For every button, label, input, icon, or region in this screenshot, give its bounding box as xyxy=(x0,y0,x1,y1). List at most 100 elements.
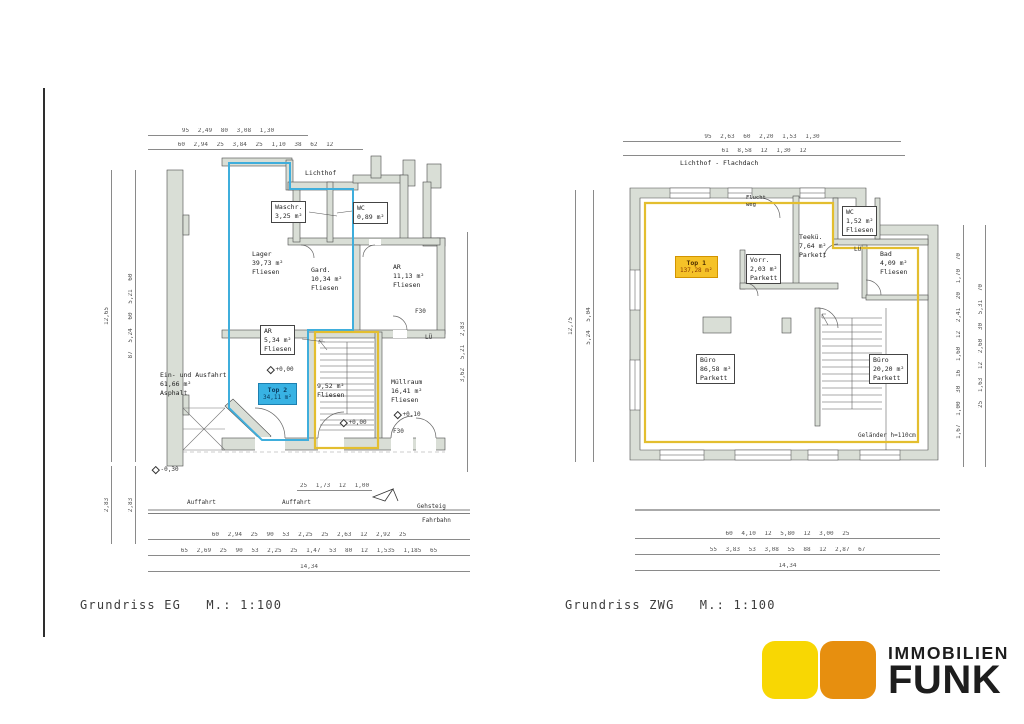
unit-badge-top2: Top 2 34,11 m² xyxy=(258,383,297,406)
room-label-wc-eg: WC 0,89 m² xyxy=(353,202,389,224)
room-label-waschraum: Waschr. 3,25 m² xyxy=(271,201,307,223)
dim-text: 60 2,94 25 90 53 2,25 25 2,63 12 2,92 25 xyxy=(211,532,407,538)
fire-door-label-1: F30 xyxy=(415,308,426,315)
dim-text: 12,75 xyxy=(568,316,574,336)
vent-label-zwg: LÜ xyxy=(854,246,862,253)
room-label-garderobe: Gard. 10,34 m² Fliesen xyxy=(311,266,343,292)
staircase-eg xyxy=(318,339,374,431)
dim-text: 14,34 xyxy=(778,563,797,569)
room-label-lager: Lager 39,73 m² Fliesen xyxy=(252,250,284,276)
logo-line-immobilien: IMMOBILIEN xyxy=(888,643,1009,663)
street-lines-eg xyxy=(148,509,470,514)
unit-badge-top1: Top 1 137,28 m² xyxy=(675,256,718,279)
label-text: Lichthof xyxy=(305,169,337,177)
ramp-hatch xyxy=(182,407,226,451)
dim-col-right-eg: 3,62 5,21 2,83 xyxy=(460,232,468,472)
dim-text: 61 8,58 12 1,30 12 xyxy=(721,148,807,154)
level-mark-4: -0,30 xyxy=(151,465,179,474)
level-mark-icon xyxy=(339,418,348,427)
room-label-buero-2: Büro 20,20 m² Parkett xyxy=(869,354,909,385)
room-label-buero-1: Büro 86,58 m² Parkett xyxy=(696,354,736,385)
dim-row-total-eg: 14,34 xyxy=(148,564,470,572)
staircase-zwg xyxy=(821,308,887,450)
railing-label: Geländer h=110cm xyxy=(858,432,916,439)
dim-text: 3,62 5,21 2,83 xyxy=(460,321,466,383)
door-arcs-zwg xyxy=(744,197,882,329)
room-label-teekueche: Teekü. 7,64 m² Parkett xyxy=(799,233,827,259)
level-mark-icon xyxy=(393,410,402,419)
dim-col-left-inner-zwg: 5,24 5,04 xyxy=(586,190,594,462)
room-label-abstellraum-2: AR 5,34 m² Fliesen xyxy=(260,325,296,356)
dim-text: 65 2,69 25 90 53 2,25 25 1,47 53 80 12 1… xyxy=(180,548,438,554)
level-mark-2: +0,00 xyxy=(339,418,367,427)
level-mark-3: +0,10 xyxy=(393,410,421,419)
street-label-auffahrt-2: Auffahrt xyxy=(282,499,311,506)
dim-text: 55 3,83 53 3,08 55 88 12 2,87 67 xyxy=(709,547,866,553)
door-arcs-eg xyxy=(254,244,437,439)
immobilien-funk-logo: IMMOBILIEN FUNK xyxy=(762,641,1009,702)
dim-row-top2-zwg: 61 8,58 12 1,30 12 xyxy=(623,148,905,156)
room-label-einfahrt: Ein- und Ausfahrt 61,66 m² Asphalt xyxy=(160,371,227,397)
logo-orange-square-icon xyxy=(820,641,876,699)
walls-zwg-outer xyxy=(629,187,939,461)
room-label-abstellraum-1: AR 11,13 m² Fliesen xyxy=(393,263,425,289)
dim-text: 25 1,63 12 2,60 30 5,31 70 xyxy=(978,284,984,408)
dim-text: 60 2,94 25 3,84 25 1,10 38 62 12 xyxy=(177,142,334,148)
dim-row-top2-eg: 60 2,94 25 3,84 25 1,10 38 62 12 xyxy=(148,142,363,150)
page-border-line xyxy=(43,88,45,637)
room-label-stiegenhaus: 9,52 m² Fliesen xyxy=(317,382,345,399)
dim-col-left-inner-eg: 87 5,24 60 5,21 60 xyxy=(128,170,136,462)
dim-text: 5,24 5,04 xyxy=(586,307,592,345)
dim-col-left-outer-eg: 12,65 xyxy=(104,170,112,462)
street-label-auffahrt-1: Auffahrt xyxy=(187,499,216,506)
label-lichthof-eg: Lichthof xyxy=(305,169,336,178)
label-lichthof-zwg: Lichthof - Flachdach xyxy=(680,159,759,167)
label-fluchtweg: Flucht weg xyxy=(746,195,766,208)
dim-col-left-outer-lower-eg: 2,83 xyxy=(104,466,112,544)
dim-row-bottom1-eg: 60 2,94 25 90 53 2,25 25 2,63 12 2,92 25 xyxy=(148,532,470,540)
dim-row-top1-eg: 95 2,49 80 3,08 1,30 xyxy=(148,128,308,136)
dim-row-top1-zwg: 95 2,63 60 2,20 1,53 1,30 xyxy=(623,134,901,142)
dim-row-bottom1-zwg: 60 4,10 12 5,80 12 3,00 25 xyxy=(635,531,940,539)
vent-label-eg: LÜ xyxy=(425,334,433,341)
caption-grundriss-eg: Grundriss EG M.: 1:100 xyxy=(80,598,283,612)
dim-text: 95 2,49 80 3,08 1,30 xyxy=(181,128,275,134)
dim-text: 2,83 xyxy=(128,497,134,513)
dim-text: 87 5,24 60 5,21 60 xyxy=(128,273,134,359)
floorplan-zwg-drawing xyxy=(629,187,940,511)
dim-row-total-zwg: 14,34 xyxy=(635,563,940,571)
level-mark-icon xyxy=(266,365,275,374)
level-mark-icon xyxy=(151,465,160,474)
top1-outline xyxy=(643,201,920,444)
street-label-gehsteig: Gehsteig xyxy=(417,503,446,510)
room-label-muellraum: Müllraum 16,41 m² Fliesen xyxy=(391,378,423,404)
room-label-wc-zwg: WC 1,52 m² Fliesen xyxy=(842,206,878,237)
windows-zwg xyxy=(629,187,901,461)
dim-row-bottom2-zwg: 55 3,83 53 3,08 55 88 12 2,87 67 xyxy=(635,547,940,555)
floorplan-eg: 95 2,49 80 3,08 1,30 60 2,94 25 3,84 25 … xyxy=(75,120,475,595)
dim-col-right-inner-zwg: 25 1,63 12 2,60 30 5,31 70 xyxy=(978,225,986,467)
dim-text: 95 2,63 60 2,20 1,53 1,30 xyxy=(704,134,820,140)
room-label-bad: Bad 4,09 m² Fliesen xyxy=(880,250,908,276)
leader-lines-eg xyxy=(301,210,353,343)
dim-text: 25 1,73 12 1,00 xyxy=(299,483,370,489)
dim-text: 12,65 xyxy=(104,306,110,326)
floorplan-eg-drawing xyxy=(148,155,470,514)
logo-yellow-square-icon xyxy=(762,641,818,699)
fire-door-label-2: F30 xyxy=(393,428,404,435)
dim-row-bottom2-eg: 65 2,69 25 90 53 2,25 25 1,47 53 80 12 1… xyxy=(148,548,470,556)
logo-line-funk: FUNK xyxy=(888,657,1002,702)
dim-text: 2,83 xyxy=(104,497,110,513)
dim-text: 1,67 1,00 30 16 1,60 12 2,41 20 1,70 70 xyxy=(956,253,962,439)
dim-col-left-inner-lower-eg: 2,83 xyxy=(128,466,136,544)
direction-arrow-icon xyxy=(371,488,399,502)
dim-text: 14,34 xyxy=(299,564,319,570)
dim-row-mid-eg: 25 1,73 12 1,00 xyxy=(297,483,372,491)
room-label-vorraum: Vorr. 2,03 m² Parkett xyxy=(746,254,782,285)
level-mark-1: +0,00 xyxy=(266,365,294,374)
dim-text: 60 4,10 12 5,80 12 3,00 25 xyxy=(725,531,850,537)
caption-grundriss-zwg: Grundriss ZWG M.: 1:100 xyxy=(565,598,776,612)
dim-col-left-outer-zwg: 12,75 xyxy=(568,190,576,462)
dim-col-right-outer-zwg: 1,67 1,00 30 16 1,60 12 2,41 20 1,70 70 xyxy=(956,225,964,467)
